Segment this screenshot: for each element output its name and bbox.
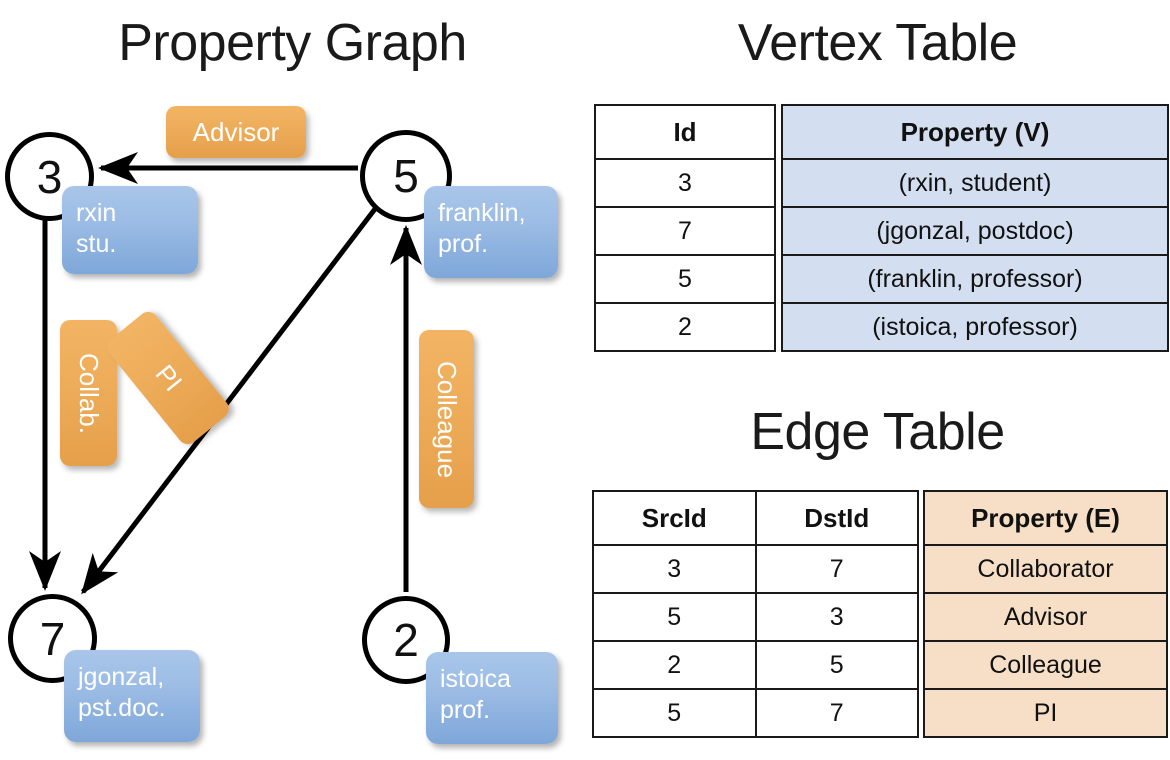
edge-label-advisor: Advisor xyxy=(166,106,306,158)
edge-dstid-cell: 3 xyxy=(754,592,919,642)
vertex-id-cell: 3 xyxy=(594,158,776,208)
node-property-line-2: stu. xyxy=(76,230,117,258)
edge-label-advisor-text: Advisor xyxy=(192,116,280,147)
graph-node-5-label: 5 xyxy=(393,150,419,202)
edge-dstid-cell: 7 xyxy=(754,688,919,738)
node-property-line-2: pst.doc. xyxy=(78,694,166,722)
node-property-line-1: jgonzal, xyxy=(78,663,165,691)
edge-table-header-srcid: SrcId xyxy=(592,490,757,546)
table-row[interactable]: 5 3 xyxy=(592,592,919,642)
page-title-vertex-table: Vertex Table xyxy=(737,14,1018,72)
table-row[interactable]: (franklin, professor) xyxy=(781,254,1169,304)
edge-label-pi-text: PI xyxy=(148,358,188,397)
node-property-box-istoica: istoica prof. xyxy=(426,652,558,744)
edge-table-header-dstid: DstId xyxy=(754,490,919,546)
table-row[interactable]: (jgonzal, postdoc) xyxy=(781,206,1169,256)
node-property-box-jgonzal: jgonzal, pst.doc. xyxy=(64,650,200,742)
table-row[interactable]: 5 xyxy=(594,254,776,304)
page-title-edge-table: Edge Table xyxy=(750,403,1005,461)
vertex-table-header-id: Id xyxy=(594,104,776,160)
node-property-line-2: prof. xyxy=(440,696,491,724)
edge-property-cell: Collaborator xyxy=(923,544,1168,594)
table-row[interactable]: Advisor xyxy=(923,592,1168,642)
node-property-line-1: istoica xyxy=(440,665,511,693)
edge-label-colleague: Colleague xyxy=(419,330,474,508)
vertex-id-cell: 2 xyxy=(594,302,776,352)
graph-node-2-label: 2 xyxy=(393,614,419,666)
edge-property-cell: PI xyxy=(923,688,1168,738)
vertex-id-cell: 5 xyxy=(594,254,776,304)
graph-node-7-label: 7 xyxy=(39,612,66,665)
edge-label-collab-text: Collab. xyxy=(74,352,104,434)
edge-dstid-cell: 7 xyxy=(754,544,919,594)
table-row[interactable]: 2 5 xyxy=(592,640,919,690)
table-row[interactable]: PI xyxy=(923,688,1168,738)
graph-node-5[interactable]: 5 xyxy=(360,130,452,222)
table-row[interactable]: Colleague xyxy=(923,640,1168,690)
edge-srcid-cell: 3 xyxy=(592,544,757,594)
table-row[interactable]: 3 xyxy=(594,158,776,208)
edge-label-colleague-text: Colleague xyxy=(432,360,462,478)
graph-node-3-label: 3 xyxy=(36,150,63,203)
table-row[interactable]: 5 7 xyxy=(592,688,919,738)
table-header-row: Property (V) xyxy=(781,104,1169,160)
edge-table-property-column: Property (E) Collaborator Advisor Collea… xyxy=(923,490,1168,738)
table-row[interactable]: 3 7 xyxy=(592,544,919,594)
vertex-property-cell: (istoica, professor) xyxy=(781,302,1169,352)
table-row[interactable]: (rxin, student) xyxy=(781,158,1169,208)
vertex-table-header-property: Property (V) xyxy=(781,104,1169,160)
node-property-line-2: prof. xyxy=(438,230,489,258)
vertex-table-property-column: Property (V) (rxin, student) (jgonzal, p… xyxy=(781,104,1169,352)
edge-property-cell: Advisor xyxy=(923,592,1168,642)
graph-edge-lines xyxy=(29,152,422,595)
graph-node-2[interactable]: 2 xyxy=(362,596,450,684)
vertex-id-cell: 7 xyxy=(594,206,776,256)
vertex-property-cell: (jgonzal, postdoc) xyxy=(781,206,1169,256)
edge-srcid-cell: 2 xyxy=(592,640,757,690)
table-row[interactable]: 2 xyxy=(594,302,776,352)
node-property-box-franklin: franklin, prof. xyxy=(424,186,558,278)
table-row[interactable]: (istoica, professor) xyxy=(781,302,1169,352)
node-property-line-1: franklin, xyxy=(438,199,526,227)
property-graph-panel: Property Graph 3 5 7 2 rxin stu. frankli… xyxy=(5,14,558,744)
table-header-row: SrcId DstId xyxy=(592,490,919,546)
vertex-property-cell: (rxin, student) xyxy=(781,158,1169,208)
node-property-line-1: rxin xyxy=(76,199,117,227)
vertex-table-id-column: Id 3 7 5 2 xyxy=(594,104,776,352)
edge-table-id-columns: SrcId DstId 3 7 5 3 2 5 5 7 xyxy=(592,490,919,738)
edge-line-pi xyxy=(81,203,380,595)
edge-property-cell: Colleague xyxy=(923,640,1168,690)
table-header-row: Property (E) xyxy=(923,490,1168,546)
edge-srcid-cell: 5 xyxy=(592,592,757,642)
table-row[interactable]: Collaborator xyxy=(923,544,1168,594)
page-title-property-graph: Property Graph xyxy=(118,14,467,72)
edge-table-header-property: Property (E) xyxy=(923,490,1168,546)
table-header-row: Id xyxy=(594,104,776,160)
node-property-box-rxin: rxin stu. xyxy=(62,186,198,274)
edge-dstid-cell: 5 xyxy=(754,640,919,690)
edge-srcid-cell: 5 xyxy=(592,688,757,738)
vertex-property-cell: (franklin, professor) xyxy=(781,254,1169,304)
table-row[interactable]: 7 xyxy=(594,206,776,256)
